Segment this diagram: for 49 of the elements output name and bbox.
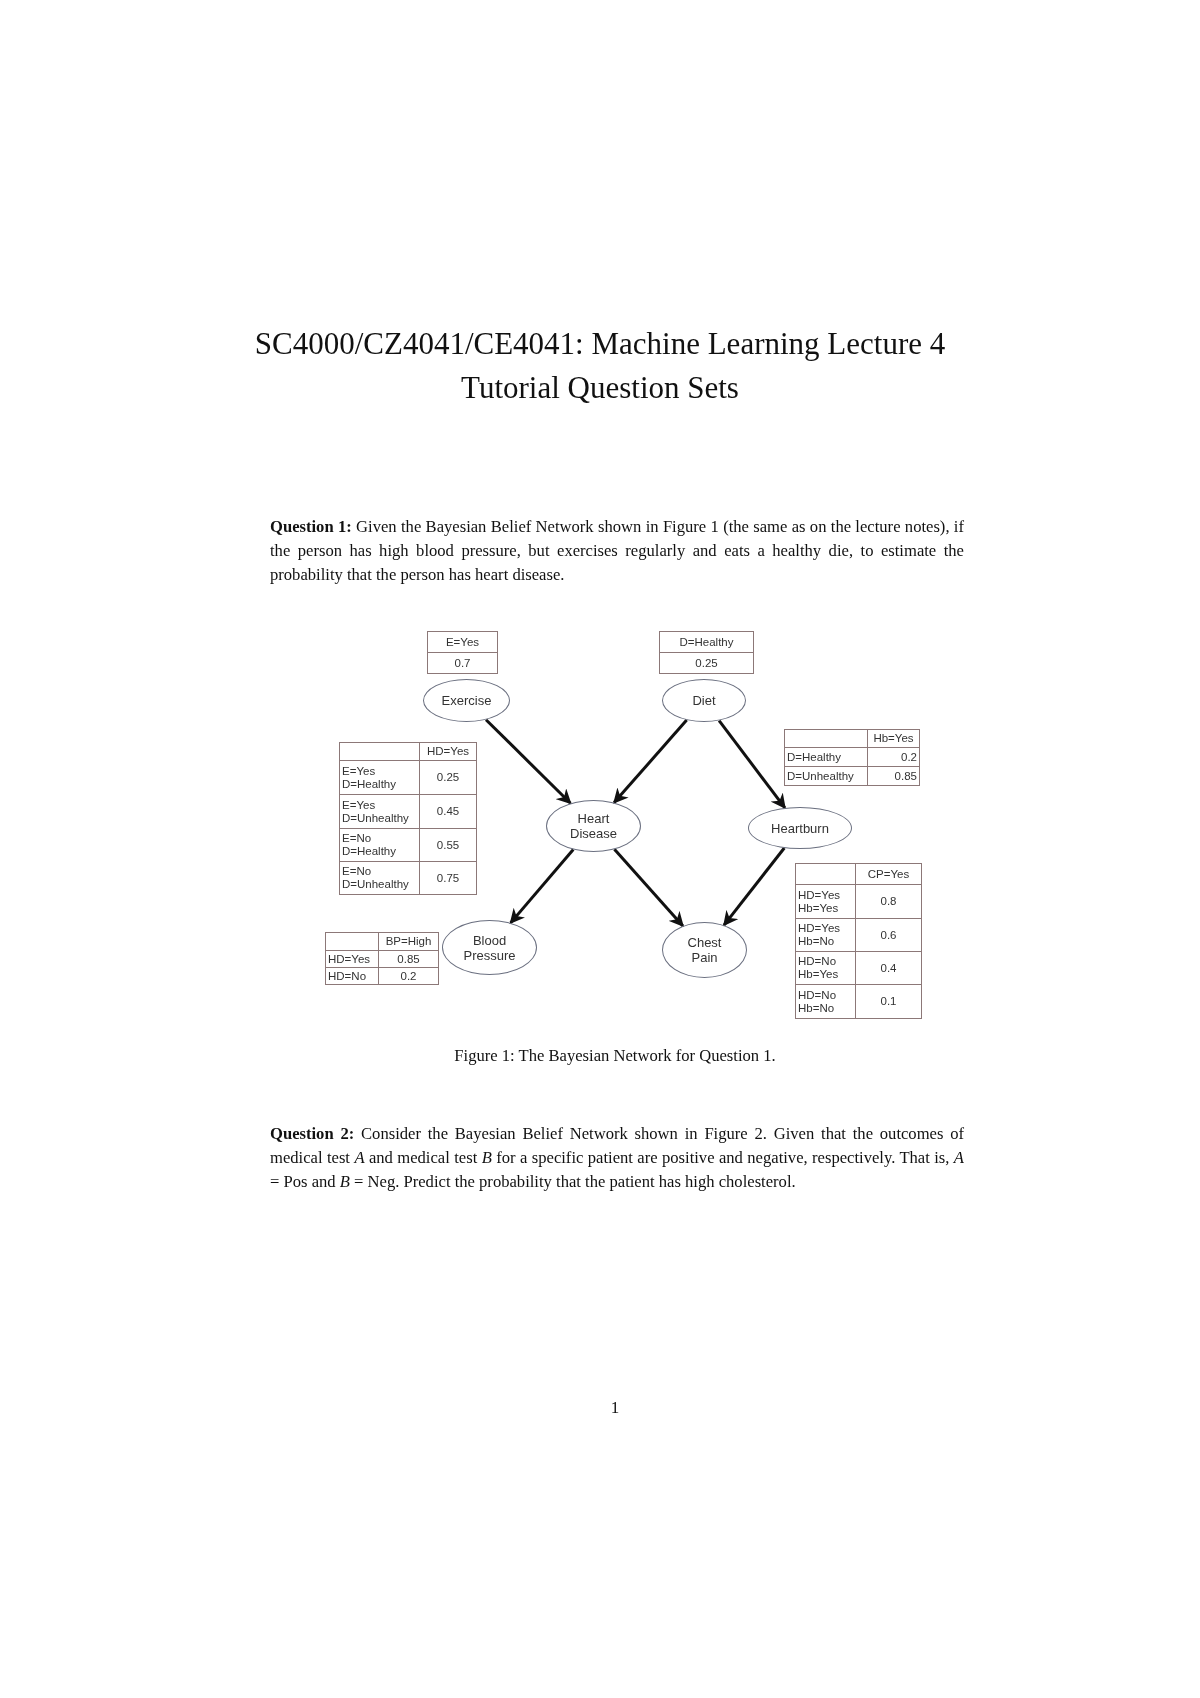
table-cell: 0.8 (855, 884, 922, 919)
node-label: Chest Pain (686, 935, 723, 965)
table-cell: D=Healthy (784, 747, 868, 767)
figure-caption: Figure 1: The Bayesian Network for Question 1. (453, 1046, 777, 1066)
arrow (613, 848, 684, 927)
table-cell: 0.85 (378, 950, 439, 968)
node-label: Heartburn (770, 820, 830, 836)
arrow (484, 718, 572, 805)
table-cell: HD=No (325, 967, 379, 985)
question-text: Question 1: Given the Bayesian Belief Network shown in Figure 1 (the same as on the lecture notes), if the person has high blood pressure, but exercises regularly and eats a healthy die, to estimate the probability that the person has heart disease. (270, 516, 964, 586)
table-cell: 0.2 (378, 967, 439, 985)
table-cell: HD=Yes Hb=Yes (795, 884, 856, 919)
table-cell: 0.2 (867, 747, 920, 767)
table-cell: 0.85 (867, 766, 920, 786)
table-cell: E=Yes (427, 631, 498, 653)
table-cell: HD=Yes Hb=No (795, 918, 856, 952)
table-cell: 0.45 (419, 794, 477, 829)
arrow (612, 719, 688, 804)
node-label: Diet (691, 693, 717, 708)
table-cell: HD=Yes (325, 950, 379, 968)
table-cell: E=Yes D=Healthy (339, 760, 420, 795)
table-cell: HD=No Hb=No (795, 984, 856, 1019)
table-cell: D=Unhealthy (784, 766, 868, 786)
table-cell: E=Yes D=Unhealthy (339, 794, 420, 829)
node-label: Heart Disease (569, 811, 618, 841)
arrow (717, 719, 787, 810)
table-cell: 0.1 (855, 984, 922, 1019)
question-text: Question 2: Consider the Bayesian Belief Network shown in Figure 2. Given that the outcomes of medical test A and medical test B for a specific patient are positive and negative, respectively. That is, A = Pos and B = Neg. Predict the probability that the patient has high cholesterol. (270, 1123, 964, 1193)
table-cell: 0.6 (855, 918, 922, 952)
table-cell: CP=Yes (855, 863, 922, 885)
table-cell: D=Healthy (659, 631, 754, 653)
table-cell: 0.7 (427, 652, 498, 674)
table-cell: Hb=Yes (867, 729, 920, 748)
table-cell: HD=Yes (419, 742, 477, 761)
table-cell: HD=No Hb=Yes (795, 951, 856, 985)
table-cell: 0.25 (659, 652, 754, 674)
node-label: Exercise (440, 693, 493, 708)
table-cell: 0.4 (855, 951, 922, 985)
table-cell: BP=High (378, 932, 439, 951)
table-cell: E=No D=Healthy (339, 828, 420, 862)
variable-ellipse (442, 920, 537, 975)
table-cell: 0.75 (419, 861, 477, 895)
table-cell: 0.25 (419, 760, 477, 795)
table-cell: 0.55 (419, 828, 477, 862)
node-label: Blood Pressure (462, 932, 517, 963)
page-number: 1 (609, 1398, 621, 1418)
arrow (509, 848, 575, 925)
table-cell: E=No D=Unhealthy (339, 861, 420, 895)
title: SC4000/CZ4041/CE4041: Machine Learning Lecture 4 Tutorial Question Sets (253, 325, 947, 407)
